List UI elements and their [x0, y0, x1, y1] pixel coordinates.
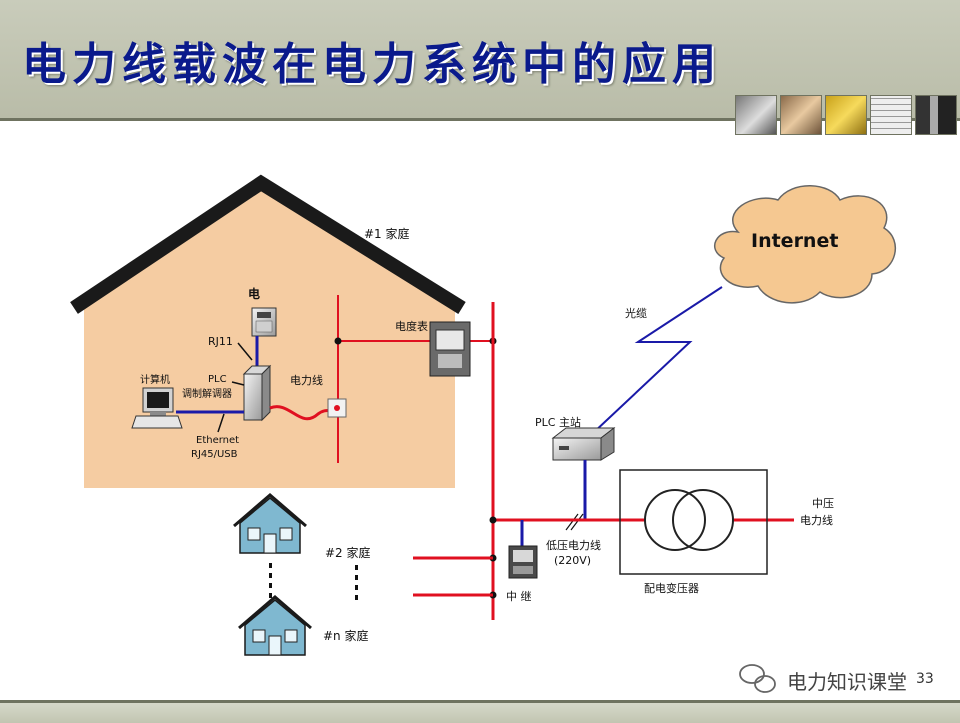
plc-modem-label-line1: PLC	[208, 374, 227, 385]
photo-thumbnail	[915, 95, 957, 135]
lv-line-label-line2: (220V)	[554, 554, 591, 567]
internet-label: Internet	[751, 230, 838, 252]
slide-footer-bar	[0, 700, 960, 723]
fiber-label: 光缆	[625, 306, 647, 320]
homeN-label: #n 家庭	[323, 628, 368, 643]
transformer-box	[619, 469, 768, 575]
ethernet-pointer	[217, 413, 225, 433]
transformer-coil	[644, 489, 706, 551]
relay-repeater-icon	[508, 545, 538, 579]
meter-label: 电度表	[395, 319, 428, 333]
junction-dot	[334, 337, 342, 345]
ethernet-label-line1: Ethernet	[196, 435, 239, 446]
house-icon	[238, 595, 312, 656]
wechat-icon	[739, 664, 776, 693]
plc-host-label: PLC 主站	[535, 415, 581, 429]
header-divider	[0, 118, 960, 121]
ethernet-label-line2: RJ45/USB	[191, 449, 238, 460]
plc-modem-pointer	[231, 381, 245, 386]
page-number: 33	[916, 671, 934, 687]
coupler-mark	[565, 513, 579, 531]
rj11-pointer	[237, 342, 253, 361]
house-icon	[233, 493, 307, 554]
telephone-icon	[251, 307, 277, 337]
computer-icon	[131, 387, 183, 429]
rj11-label: RJ11	[208, 335, 233, 348]
house-label: #1 家庭	[364, 226, 410, 241]
photo-thumbnail	[825, 95, 867, 135]
mv-line-label-line1: 中压	[812, 497, 834, 510]
plc-host-icon	[551, 426, 616, 461]
computer-label: 计算机	[140, 373, 170, 386]
electricity-meter-icon	[429, 321, 471, 377]
watermark-text: 电力知识课堂	[787, 670, 907, 694]
internet-cloud	[713, 185, 896, 304]
wall-socket-icon	[327, 398, 347, 418]
home2-label: #2 家庭	[325, 545, 371, 560]
coupler-mark	[570, 513, 584, 531]
house-roof	[70, 174, 466, 314]
fiber-optic-link	[591, 286, 723, 435]
junction-dot	[489, 516, 497, 524]
continuation-dots	[269, 563, 358, 600]
plc-modem-label-line2: 调制解调器	[182, 387, 232, 400]
transformer-coil	[672, 489, 734, 551]
phone-label: 电	[248, 286, 260, 301]
plc-modem-icon	[242, 364, 272, 422]
photo-thumbnail	[780, 95, 822, 135]
house-body	[84, 191, 455, 488]
photo-thumbnail	[735, 95, 777, 135]
slide-title: 电力线载波在电力系统中的应用	[22, 39, 722, 90]
mv-line-label-line2: 电力线	[800, 513, 833, 527]
lv-line-label-line1: 低压电力线	[546, 538, 601, 552]
transformer-label: 配电变压器	[644, 581, 699, 595]
header-photo-strip	[735, 95, 957, 135]
photo-thumbnail	[870, 95, 912, 135]
relay-label: 中 继	[506, 590, 532, 603]
powerline-label: 电力线	[290, 373, 323, 387]
